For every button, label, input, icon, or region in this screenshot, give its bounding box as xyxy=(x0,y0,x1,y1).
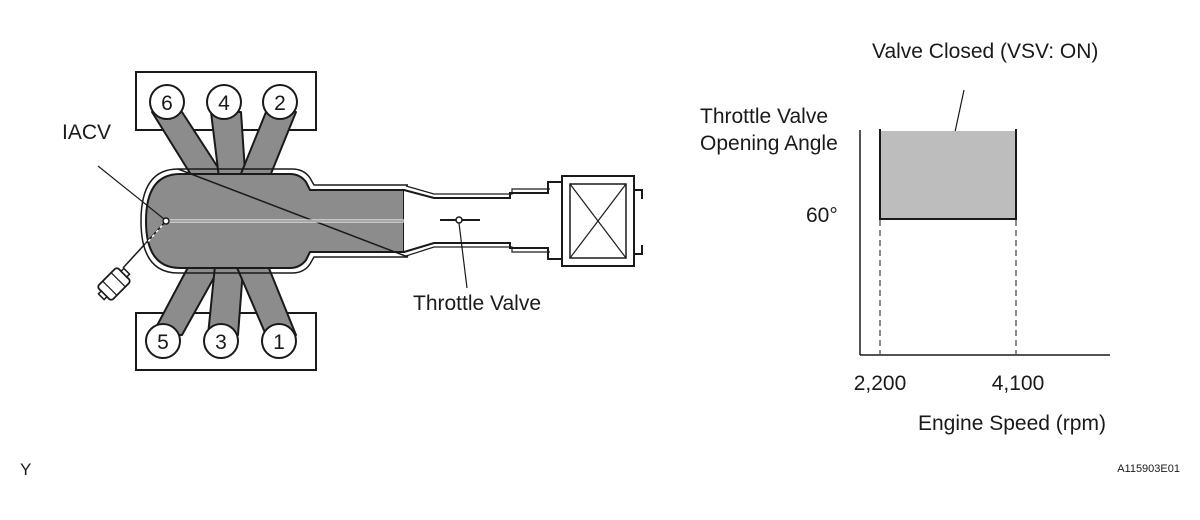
iacv-pivot xyxy=(162,217,170,225)
cylinder-2: 2 xyxy=(262,84,298,120)
cylinder-number: 4 xyxy=(218,92,230,115)
figure-code: A115903E01 xyxy=(1117,463,1180,475)
intake-passages xyxy=(145,111,405,336)
x-tick-label-2200: 2,200 xyxy=(854,372,907,395)
iacv-label: IACV xyxy=(62,121,111,144)
air-cleaner-cross-2 xyxy=(569,183,627,259)
y-tick-label-60: 60° xyxy=(806,204,838,227)
corner-letter: Y xyxy=(20,460,31,479)
chart-title: Valve Closed (VSV: ON) xyxy=(872,40,1098,63)
iacv-rod-dash xyxy=(145,220,167,245)
throttle-body-inner-wall xyxy=(405,185,550,257)
chart-ylabel-line1: Throttle Valve xyxy=(700,105,828,128)
cylinder-5: 5 xyxy=(145,323,181,359)
air-inlet xyxy=(634,189,643,255)
cylinder-4: 4 xyxy=(206,84,242,120)
chart-xlabel: Engine Speed (rpm) xyxy=(918,412,1106,435)
cylinder-3: 3 xyxy=(203,323,239,359)
x-tick-label-4100: 4,100 xyxy=(992,372,1045,395)
cylinder-1: 1 xyxy=(261,323,297,359)
cylinder-number: 1 xyxy=(273,331,285,354)
cylinder-number: 6 xyxy=(161,92,173,115)
chart-ylabel-line2: Opening Angle xyxy=(700,132,838,155)
chart-title-leader xyxy=(954,89,965,133)
iacv-leader-line xyxy=(97,165,165,220)
cylinder-number: 2 xyxy=(274,92,286,115)
throttle-leader-line xyxy=(458,222,468,289)
cylinder-number: 3 xyxy=(215,331,227,354)
iacv-rod xyxy=(122,220,167,269)
valve-closed-region xyxy=(880,131,1016,219)
plenum-outer-wall xyxy=(140,168,409,274)
cylinder-6: 6 xyxy=(149,84,185,120)
iacv-actuator xyxy=(97,267,131,301)
throttle-valve-label: Throttle Valve xyxy=(413,292,541,315)
throttle-shaft xyxy=(455,216,463,224)
cylinder-number: 5 xyxy=(157,331,169,354)
